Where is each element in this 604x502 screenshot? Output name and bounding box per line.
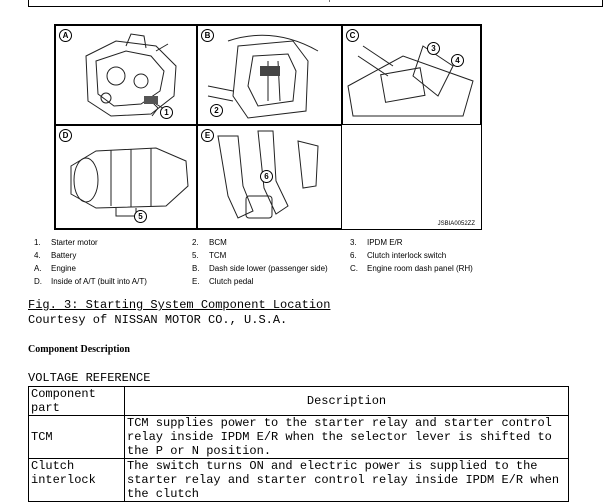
transmission-drawing [70,147,189,217]
table-header-row: Component part Description [28,386,569,416]
legend-item: 4.Battery [34,251,77,260]
panel-label: E [201,129,214,142]
callout: 1 [160,106,173,119]
legend-item: 6.Clutch interlock switch [350,251,447,260]
table-cell-description: The switch turns ON and electric power i… [124,458,569,502]
table-row: TCM TCM supplies power to the starter re… [28,415,569,459]
section-title: Component Description [28,344,130,355]
legend-row: 1.Starter motor 2.BCM 3.IPDM E/R [34,238,504,250]
callout: 4 [451,54,464,67]
table-row: Clutch interlock The switch turns ON and… [28,458,569,502]
legend-item: B.Dash side lower (passenger side) [192,264,328,273]
legend-row: D.Inside of A/T (built into A/T) E.Clutc… [34,277,504,289]
column-header-description: Description [124,386,569,416]
callout: 6 [260,170,273,183]
legend-row: A.Engine B.Dash side lower (passenger si… [34,264,504,276]
legend-item: 5.TCM [192,251,227,260]
legend-item: 3.IPDM E/R [350,238,403,247]
legend-item: 1.Starter motor [34,238,98,247]
panel-e: E 6 [197,125,342,229]
table-cell-description: TCM supplies power to the starter relay … [124,415,569,459]
voltage-reference-heading: VOLTAGE REFERENCE [28,371,151,385]
legend-item: A.Engine [34,264,76,273]
callout: 2 [210,104,223,117]
page-top-rule [28,0,603,7]
panel-a: A 1 [55,25,197,125]
callout: 5 [134,210,147,223]
panel-label: D [59,129,72,142]
callout: 3 [427,42,440,55]
panel-c: C 3 4 [342,25,481,125]
panel-label: B [201,29,214,42]
panel-label: C [346,29,359,42]
bcm-drawing [207,34,319,119]
figure-courtesy: Courtesy of NISSAN MOTOR CO., U.S.A. [28,313,288,327]
table-cell-part: Clutch interlock [28,458,125,502]
rule-tick [329,0,336,2]
ipdm-drawing [347,45,474,117]
column-header-part: Component part [28,386,125,416]
panel-label: A [59,29,72,42]
legend-item: C.Engine room dash panel (RH) [350,264,473,273]
engine-drawing [85,33,177,117]
panel-d: D 5 [55,125,197,229]
panel-b: B 2 [197,25,342,125]
legend-item: D.Inside of A/T (built into A/T) [34,277,147,286]
component-description-table: Component part Description TCM TCM suppl… [28,386,569,502]
table-cell-part: TCM [28,415,125,459]
figure-code: JSBIA0052ZZ [437,221,475,227]
figure-caption: Fig. 3: Starting System Component Locati… [28,298,331,312]
legend-row: 4.Battery 5.TCM 6.Clutch interlock switc… [34,251,504,263]
legend-item: 2.BCM [192,238,227,247]
legend-item: E.Clutch pedal [192,277,254,286]
component-location-figure: A 1 B 2 C 3 4 [54,24,482,230]
